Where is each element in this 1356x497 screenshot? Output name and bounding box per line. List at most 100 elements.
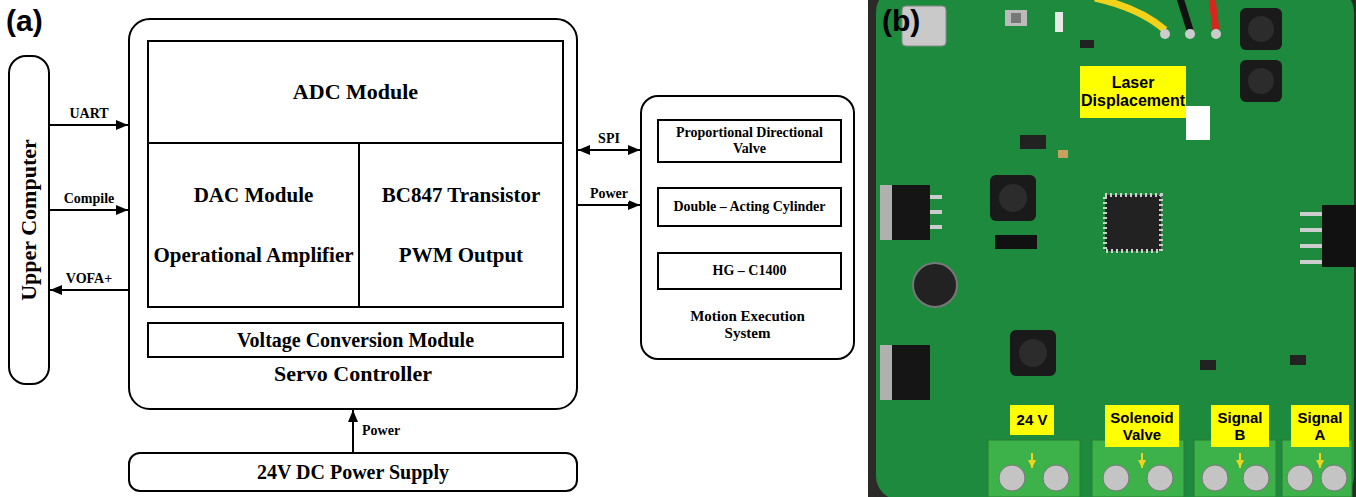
leader-arrow bbox=[1141, 453, 1143, 468]
red-wire bbox=[1212, 0, 1216, 30]
inductor-core bbox=[999, 184, 1027, 212]
solder-pad bbox=[1211, 29, 1221, 39]
leader-arrow bbox=[1239, 453, 1241, 468]
header-pin bbox=[1300, 228, 1322, 232]
node-label: PWM Output bbox=[399, 243, 523, 267]
signal-arrow bbox=[50, 124, 128, 126]
node-label: Voltage Conversion Module bbox=[237, 329, 474, 352]
edge-label: Power bbox=[589, 186, 629, 202]
component-box: HG – C1400 bbox=[657, 252, 842, 290]
module-box: Voltage Conversion Module bbox=[147, 322, 564, 358]
edge-label: Power bbox=[361, 423, 401, 439]
solder-pad bbox=[1160, 29, 1170, 39]
terminal-block bbox=[1282, 440, 1352, 497]
module-box: DAC ModuleOperational Amplifier bbox=[147, 142, 360, 308]
regulator-tab bbox=[880, 345, 892, 400]
node-label: Signal A bbox=[1295, 409, 1345, 444]
node-label: Upper Computer bbox=[16, 139, 41, 301]
node-label: Signal B bbox=[1215, 409, 1265, 444]
inductor bbox=[990, 175, 1036, 221]
terminal-block bbox=[1092, 440, 1184, 497]
node-label: Double – Acting Cylinder bbox=[673, 199, 825, 215]
header-pin bbox=[1300, 212, 1322, 216]
edge-label: VOFA+ bbox=[65, 271, 113, 287]
callout-tag: Signal A bbox=[1291, 405, 1349, 447]
callout-tag: Signal B bbox=[1211, 405, 1269, 447]
signal-arrow bbox=[50, 209, 128, 211]
signal-arrow bbox=[50, 289, 128, 291]
smd-part bbox=[1200, 360, 1216, 370]
node-label: DAC Module bbox=[194, 183, 314, 207]
smd-part bbox=[1055, 12, 1063, 32]
component-box: Double – Acting Cylinder bbox=[657, 187, 842, 227]
header-pin bbox=[1300, 260, 1322, 264]
switch-body bbox=[1005, 10, 1027, 26]
system-box: Motion Execution SystemProportional Dire… bbox=[640, 95, 855, 360]
node-label: Proportional Directional Valve bbox=[663, 125, 836, 157]
pcb-board bbox=[876, 0, 1354, 497]
edge-label: Compile bbox=[63, 191, 116, 207]
node-label: BC847 Transistor bbox=[382, 183, 540, 207]
node-label: ADC Module bbox=[293, 79, 418, 104]
node-label: 24 V bbox=[1017, 411, 1048, 428]
computer-box: Upper Computer bbox=[8, 55, 50, 385]
callout-tag: Solenoid Valve bbox=[1105, 405, 1179, 447]
capacitor bbox=[913, 263, 957, 307]
regulator-tab bbox=[880, 185, 892, 240]
node-label: 24V DC Power Supply bbox=[257, 461, 449, 484]
switch-knob bbox=[1011, 13, 1021, 23]
smd-part bbox=[1290, 355, 1306, 365]
module-box: BC847 TransistorPWM Output bbox=[358, 142, 564, 308]
yellow-wire bbox=[1095, 0, 1165, 30]
panel-letter: (b) bbox=[882, 4, 920, 38]
power-box: 24V DC Power Supply bbox=[128, 452, 578, 492]
smd-part bbox=[1020, 135, 1046, 149]
diode bbox=[995, 235, 1037, 249]
smd-part bbox=[1080, 40, 1094, 48]
solder-pad bbox=[1185, 29, 1195, 39]
screw bbox=[1043, 465, 1069, 491]
leader-arrow bbox=[1319, 453, 1321, 468]
edge-label: SPI bbox=[597, 131, 621, 147]
mcu-chip bbox=[1105, 195, 1161, 251]
callout-tag: Laser Displacement bbox=[1080, 66, 1186, 118]
signal-arrow bbox=[352, 410, 354, 452]
inductor-core bbox=[1019, 339, 1047, 367]
screw bbox=[1321, 465, 1347, 491]
terminal-block bbox=[988, 440, 1080, 497]
screw bbox=[999, 465, 1025, 491]
screw bbox=[1243, 465, 1269, 491]
regulator-leg bbox=[930, 210, 942, 214]
regulator bbox=[880, 345, 930, 400]
callout-tag: 24 V bbox=[1010, 405, 1054, 435]
terminal-block bbox=[1194, 440, 1276, 497]
node-label: Solenoid Valve bbox=[1109, 409, 1175, 444]
leader-arrow bbox=[1031, 453, 1033, 468]
inductor bbox=[1240, 60, 1282, 102]
smd-part bbox=[1058, 150, 1068, 158]
node-label: Servo Controller bbox=[143, 361, 563, 386]
inductor bbox=[1240, 8, 1282, 50]
screw bbox=[1202, 465, 1228, 491]
inductor-core bbox=[1248, 68, 1274, 94]
regulator-leg bbox=[930, 195, 942, 199]
pin-header bbox=[1322, 205, 1356, 267]
node-label: HG – C1400 bbox=[713, 263, 787, 279]
screw bbox=[1147, 465, 1173, 491]
signal-arrow bbox=[578, 204, 640, 206]
node-label: Laser Displacement bbox=[1081, 74, 1185, 111]
screw bbox=[1287, 465, 1313, 491]
screw bbox=[1103, 465, 1129, 491]
inductor-core bbox=[1248, 16, 1274, 42]
edge-label: UART bbox=[68, 106, 109, 122]
signal-arrow bbox=[578, 149, 640, 151]
inductor bbox=[1010, 330, 1056, 376]
black-wire bbox=[1180, 0, 1190, 30]
node-label: Operational Amplifier bbox=[153, 243, 353, 267]
component-box: Proportional Directional Valve bbox=[657, 119, 842, 163]
module-box: ADC Module bbox=[147, 40, 564, 144]
regulator-leg bbox=[930, 225, 942, 229]
controller-box: Servo Controller ADC ModuleDAC ModuleOper… bbox=[128, 18, 578, 410]
